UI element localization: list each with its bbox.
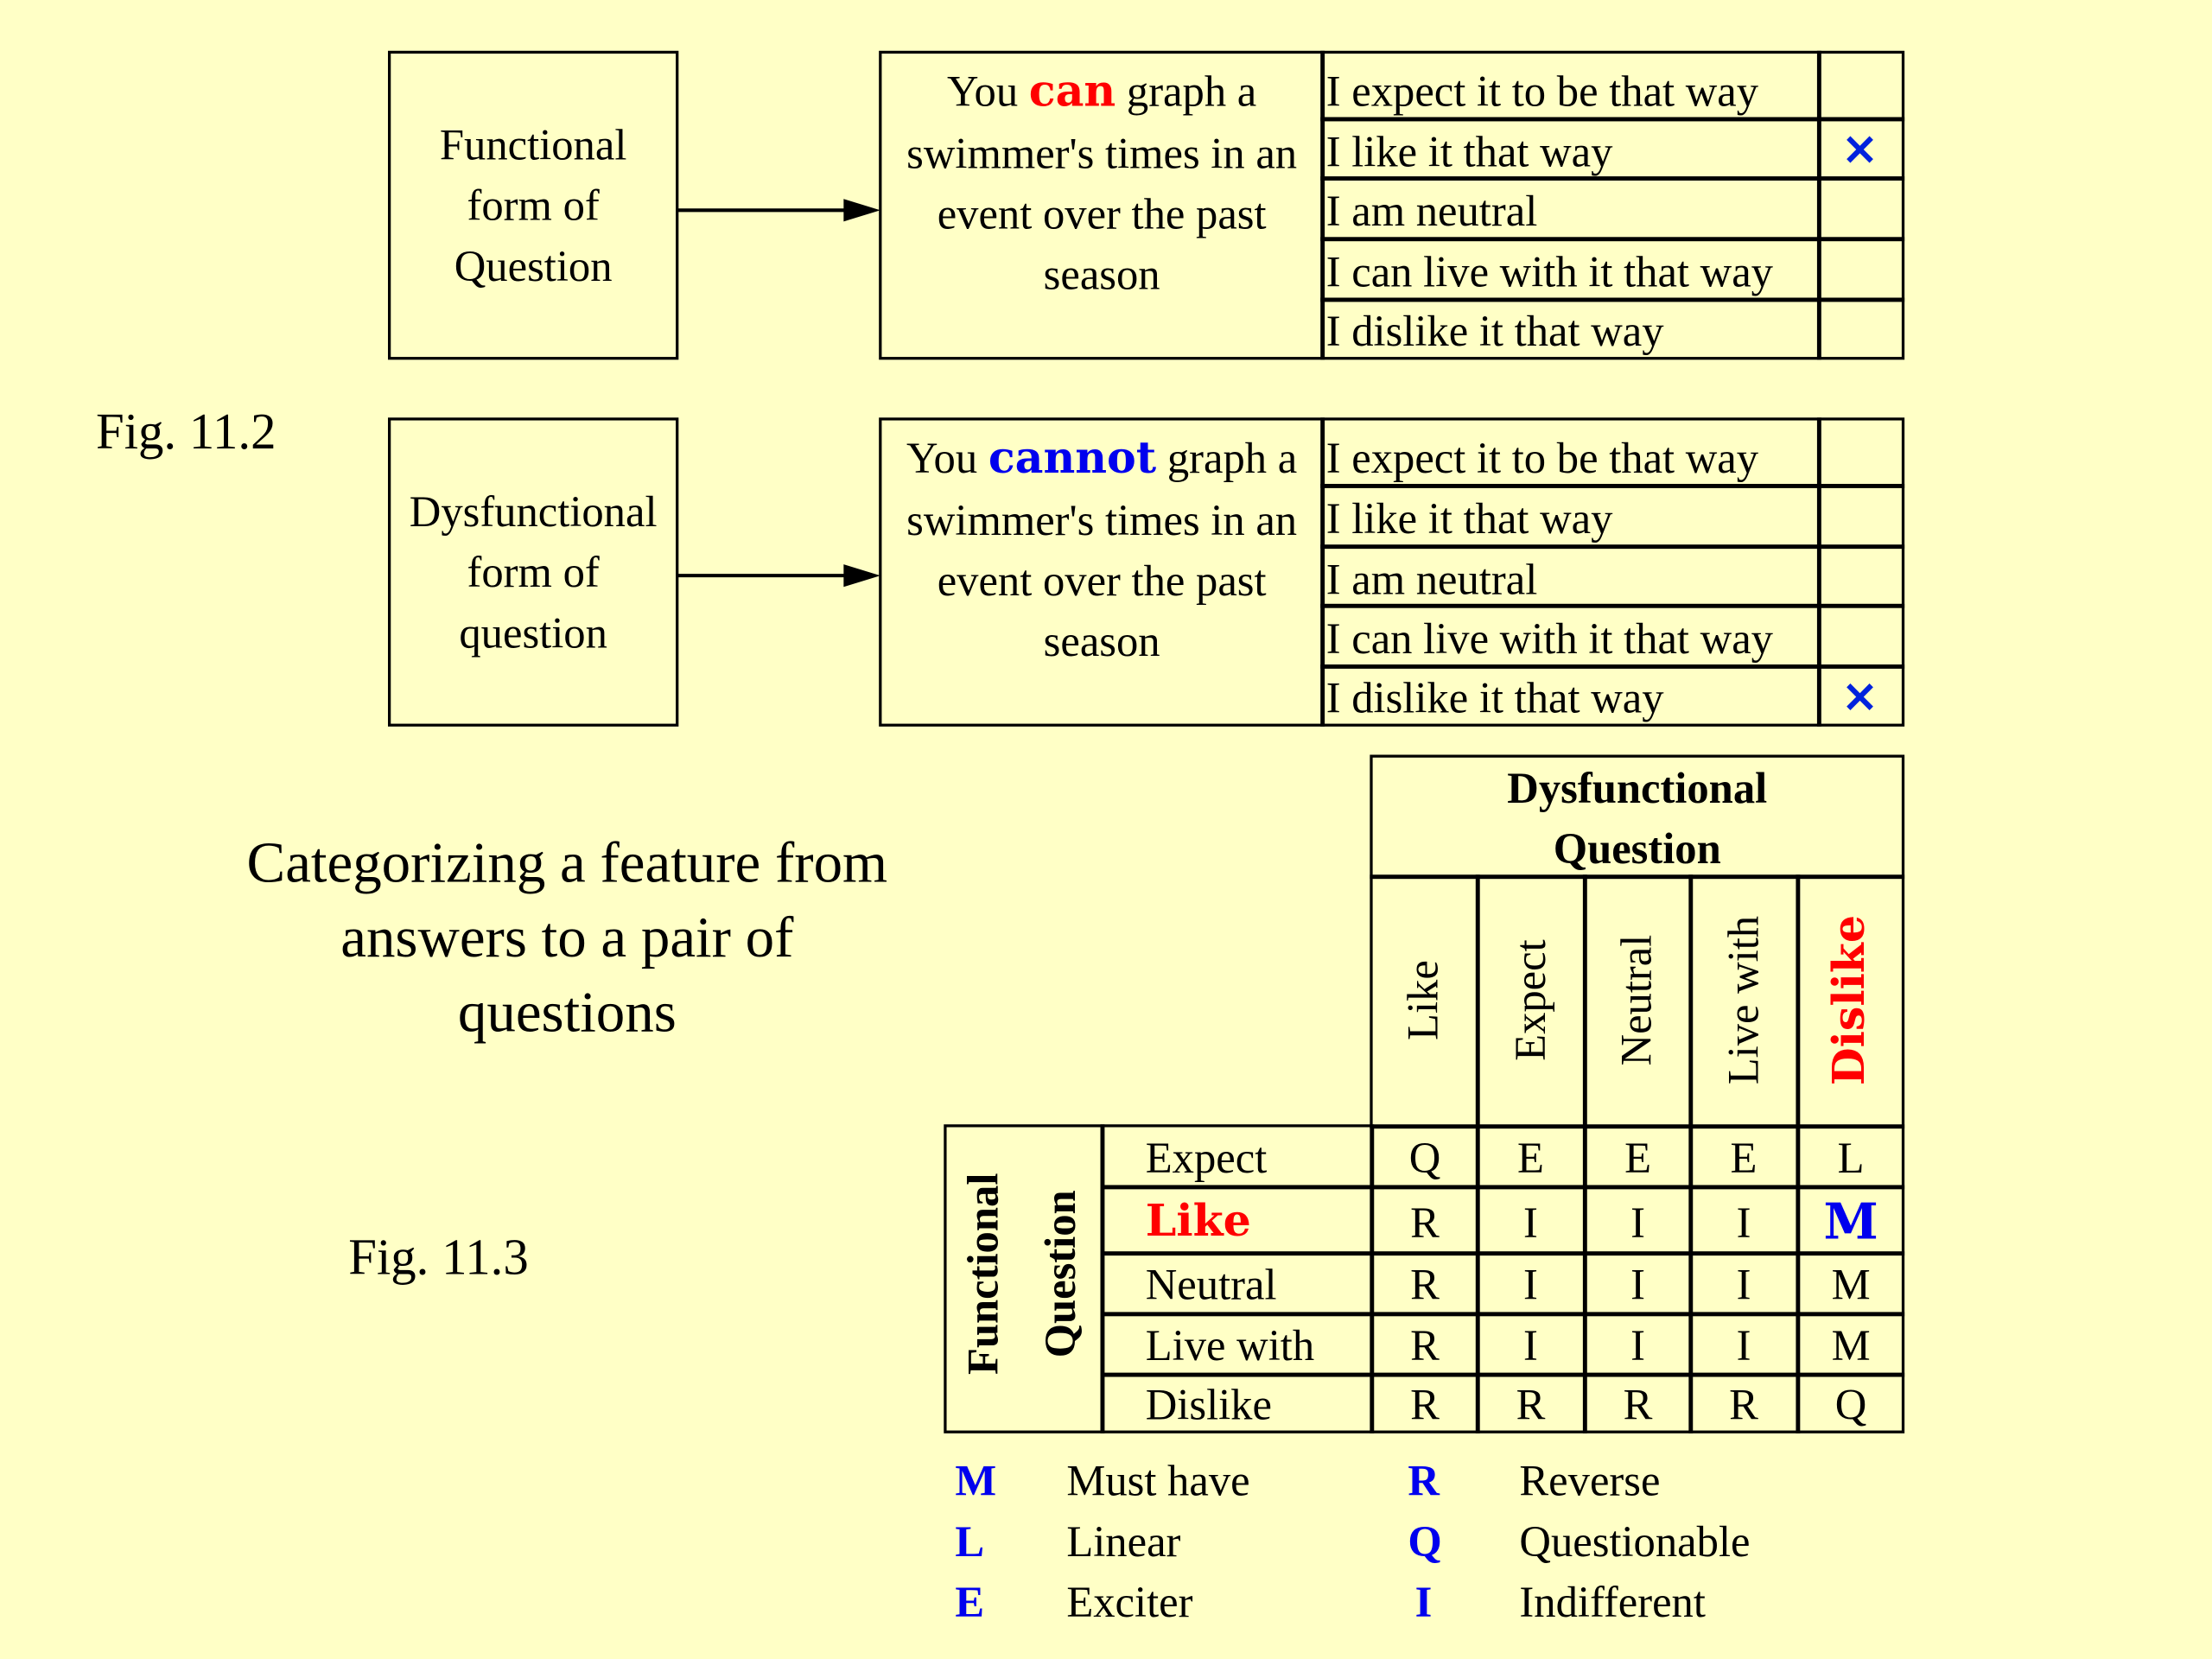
col-label-live-with: Live with [1718,915,1768,1085]
categorizing-caption: Categorizing a feature from answers to a… [246,830,888,1045]
cell-expect-neutral: E [1624,1133,1652,1183]
dysfunctional-option-dislike[interactable]: I dislike it that way [1325,672,1664,722]
functional-option-neutral[interactable]: I am neutral [1325,186,1538,236]
cell-dislike-dislike: Q [1834,1379,1867,1429]
dysfunctional-selected-cross-icon: × [1840,668,1879,722]
col-label-expect: Expect [1505,939,1555,1061]
legend-text-must-have: Must have [1066,1455,1250,1506]
functional-option-like[interactable]: I like it that way [1325,126,1613,177]
dysfunctional-form-line-1: Dysfunctional [409,486,658,537]
functional-header-line-2: Question [1035,1190,1085,1358]
legend-text-indifferent: Indifferent [1519,1577,1706,1627]
legend-key-i: I [1414,1577,1433,1627]
functional-form-box: Functional form of Question [387,50,679,360]
dysfunctional-form-line-3: question [459,607,607,658]
legend-text-linear: Linear [1066,1516,1181,1567]
legend-key-e: E [955,1577,985,1627]
col-label-neutral: Neutral [1611,934,1661,1066]
row-label-expect: Expect [1145,1133,1268,1183]
functional-form-line-1: Functional [439,119,627,169]
cell-dislike-like: R [1410,1379,1440,1429]
dysfunctional-form-box: Dysfunctional form of question [387,417,679,727]
dysfunctional-option-neutral[interactable]: I am neutral [1325,554,1538,604]
legend-key-m: M [955,1455,997,1506]
cell-live-with-live-with: I [1736,1320,1751,1370]
functional-arrow [677,199,880,222]
legend-text-questionable: Questionable [1519,1516,1751,1567]
cell-like-neutral: I [1630,1198,1645,1248]
cell-expect-like: Q [1408,1133,1441,1183]
cell-dislike-neutral: R [1623,1379,1653,1429]
row-label-live-with: Live with [1145,1320,1315,1370]
dysfunctional-option-expect[interactable]: I expect it to be that way [1325,433,1759,483]
cell-neutral-live-with: I [1736,1260,1751,1310]
cell-expect-dislike: L [1837,1133,1865,1183]
cell-live-with-like: R [1410,1320,1440,1370]
dysfunctional-question-header: Dysfunctional Question [1507,763,1768,874]
cell-like-expect: I [1523,1198,1538,1248]
cell-neutral-like: R [1410,1260,1440,1310]
legend-text-exciter: Exciter [1066,1577,1193,1627]
functional-question-table [879,50,1905,360]
cell-neutral-expect: I [1523,1260,1538,1310]
cell-expect-live-with: E [1730,1133,1758,1183]
cell-neutral-neutral: I [1630,1260,1645,1310]
functional-question-text: You can graph a swimmer's times in an ev… [906,66,1298,300]
cell-live-with-expect: I [1523,1320,1538,1370]
fig-11-3-label: Fig. 11.3 [348,1229,529,1286]
fig-11-2-label: Fig. 11.2 [96,403,276,461]
col-label-dislike: Dislike [1824,914,1875,1086]
dysfunctional-option-live-with[interactable]: I can live with it that way [1325,613,1773,664]
legend-text-reverse: Reverse [1519,1455,1661,1506]
cell-live-with-neutral: I [1630,1320,1645,1370]
cell-live-with-dislike: M [1831,1320,1871,1370]
functional-option-dislike[interactable]: I dislike it that way [1325,306,1664,356]
legend-key-q: Q [1408,1516,1442,1567]
row-label-neutral: Neutral [1145,1260,1277,1310]
dysfunctional-arrow [677,564,880,588]
cell-neutral-dislike: M [1831,1260,1871,1310]
dysfunctional-question-text: You cannot graph a swimmer's times in an… [906,433,1298,666]
functional-form-line-2: form of [467,180,600,231]
col-label-like: Like [1398,960,1448,1040]
categorization-grid [944,1124,1905,1433]
functional-option-expect[interactable]: I expect it to be that way [1325,66,1759,116]
dysfunctional-option-like[interactable]: I like it that way [1325,493,1613,543]
legend-key-r: R [1408,1455,1440,1506]
dysfunctional-question-table [879,417,1905,727]
cannot-keyword: cannot [988,433,1157,485]
functional-form-line-3: Question [454,241,613,291]
cell-dislike-expect: R [1516,1379,1546,1429]
functional-option-live-with[interactable]: I can live with it that way [1325,246,1773,296]
cell-like-like: R [1410,1198,1440,1248]
cell-expect-expect: E [1517,1133,1544,1183]
cell-dislike-live-with: R [1729,1379,1758,1429]
dysfunctional-form-line-2: form of [467,547,600,597]
functional-header-line-1: Functional [957,1173,1007,1376]
row-label-like: Like [1145,1196,1251,1248]
cell-like-live-with: I [1736,1198,1751,1248]
row-label-dislike: Dislike [1145,1379,1272,1429]
cell-like-dislike-highlight: M [1823,1193,1878,1252]
legend-key-l: L [955,1516,985,1567]
functional-selected-cross-icon: × [1840,121,1879,175]
can-keyword: can [1028,66,1116,118]
